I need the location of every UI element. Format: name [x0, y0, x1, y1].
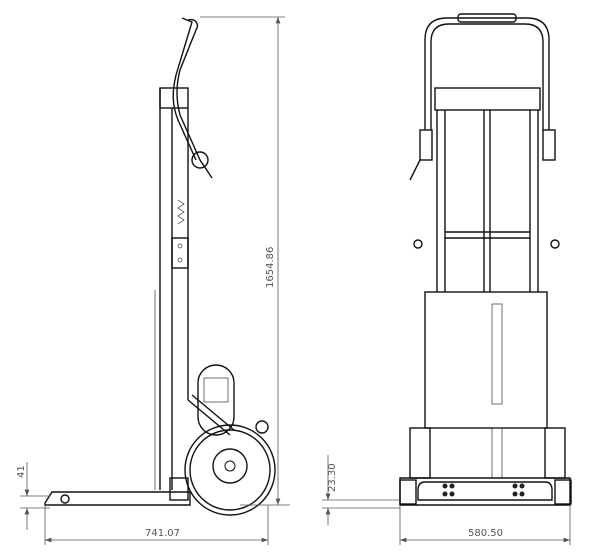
side-wheel-hub	[212, 448, 248, 484]
dim-side-depth-label: 741.07	[145, 528, 180, 539]
front-view	[399, 13, 572, 506]
side-handle	[176, 18, 201, 161]
side-lever-knob	[191, 151, 209, 169]
front-handle	[424, 17, 550, 130]
dim-base-height-label: 23.30	[327, 463, 338, 492]
dim-plate-height-label: 41	[16, 465, 27, 478]
side-toe-plate	[44, 491, 191, 506]
front-grip	[457, 13, 517, 23]
front-right-clamp	[542, 129, 556, 161]
side-wheel	[184, 424, 276, 516]
dimension-lines: 1654.86 741.07 41 23.30 580.50	[16, 16, 571, 545]
side-control-box	[171, 237, 189, 269]
side-handle-inner	[172, 17, 197, 161]
dim-front-width-label: 580.50	[468, 528, 503, 539]
front-top-plate	[434, 87, 541, 111]
front-left-clamp	[419, 129, 433, 161]
side-view	[44, 17, 276, 516]
dim-height-label: 1654.86	[265, 247, 276, 288]
front-body-panel	[424, 291, 548, 429]
